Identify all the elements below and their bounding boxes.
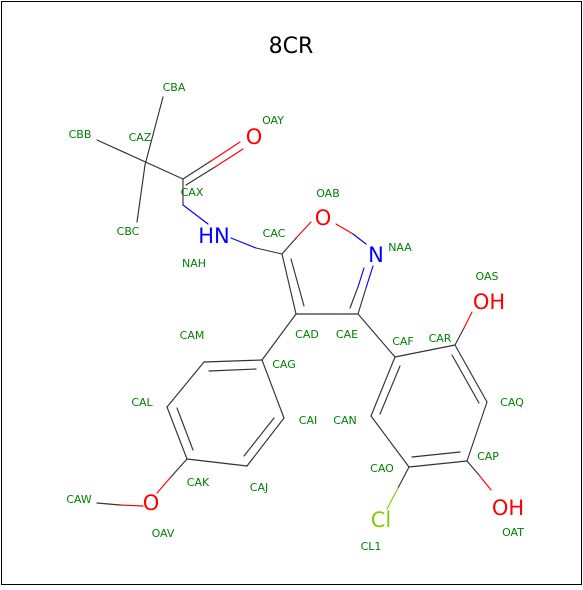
bond-cap-cao [408, 460, 468, 468]
bond-naa-cae-c [357, 267, 365, 288]
atom-label-cax: CAX [181, 186, 204, 199]
bonds [96, 96, 492, 510]
bond-car-oas-b [463, 311, 473, 329]
bond-cak-oav-b [156, 477, 171, 494]
atom-label-cak: CAK [187, 476, 210, 489]
bond-naa-cae-b [357, 287, 367, 315]
bond-cak-oav-a [169, 458, 188, 479]
bond-cao-cl1-a [397, 466, 410, 489]
bond-cax-oay-b [210, 141, 241, 162]
bond-cai-cag [261, 359, 285, 419]
hydroxyl-oat-symbol: OH [492, 496, 524, 520]
bond-can-caf-inner [379, 365, 401, 415]
molecule-title: 8CR [269, 34, 314, 59]
bond-cao-can [370, 415, 410, 468]
atom-label-cl1: CL1 [361, 540, 382, 553]
atom-label-car: CAR [429, 332, 452, 345]
atom-label-caw: CAW [66, 493, 92, 506]
atom-label-caz: CAZ [129, 131, 152, 144]
bond-cag-cam-inner [208, 368, 257, 372]
bond-cax-oay-c [185, 166, 216, 186]
bond-oab-naa-a [335, 223, 354, 235]
bond-naa-cae-a [365, 265, 374, 289]
bond-naa-cae-d [349, 286, 359, 309]
atom-label-oav: OAV [152, 527, 175, 540]
atom-label-caq: CAQ [500, 396, 524, 409]
bond-caz-cbc [136, 164, 146, 223]
atom-label-nah: NAH [182, 257, 206, 270]
bond-can-caf [370, 356, 396, 417]
bond-car-caq-inner [451, 354, 480, 404]
bond-cap-cao-inner [411, 451, 461, 458]
chlorine-cl1-symbol: Cl [371, 508, 392, 532]
bond-cal-cak [166, 406, 188, 460]
bond-cad-cag [261, 313, 297, 361]
atom-label-caf: CAF [392, 335, 414, 348]
atom-label-cba: CBA [163, 81, 186, 94]
atom-labels: CBA OAY CBB CAZ CAX OAB CBC CAC NAA NAH … [66, 81, 524, 553]
bond-cax-oay-d [214, 148, 244, 168]
bond-car-caq [454, 344, 488, 403]
bond-nah-cac-b [255, 247, 283, 255]
atom-label-oay: OAY [262, 114, 284, 127]
atom-label-cap: CAP [477, 450, 499, 463]
bond-cag-cam [203, 359, 263, 363]
atom-label-can: CAN [333, 414, 356, 427]
atom-label-naa: NAA [388, 241, 412, 254]
bond-caj-cai [246, 417, 285, 467]
bond-cak-caj [186, 458, 248, 467]
bond-cac-oab-a [281, 236, 298, 255]
atom-label-cbb: CBB [69, 128, 92, 141]
atom-label-cbc: CBC [117, 225, 140, 238]
atom-label-cac: CAC [263, 227, 286, 240]
bond-cad-cac-inner [290, 258, 305, 307]
atom-label-caj: CAJ [250, 481, 268, 494]
nitrogen-naa-symbol: N [368, 243, 384, 267]
bond-cbb-cax [96, 139, 184, 180]
atom-label-oab: OAB [316, 187, 340, 200]
bond-car-oas-a [454, 327, 465, 346]
atom-label-oas: OAS [476, 270, 499, 283]
bond-cba-caz [144, 96, 164, 166]
atom-label-cal: CAL [131, 396, 153, 409]
bond-cax-nah-b [182, 204, 209, 225]
atom-label-cad: CAD [295, 328, 319, 341]
oxygen-oav-symbol: O [143, 491, 160, 515]
bond-cam-cal [166, 361, 205, 408]
hydroxyl-oas-symbol: OH [473, 290, 505, 314]
atom-label-oat: OAT [502, 526, 524, 539]
oxygen-oay-symbol: O [246, 125, 263, 149]
atom-label-cam: CAM [180, 329, 205, 342]
bond-cao-cl1-b [386, 487, 399, 510]
bond-oav-caw-a [119, 504, 144, 507]
bond-oav-caw-b [96, 502, 121, 506]
atom-label-cag: CAG [272, 358, 296, 371]
bond-nah-cac-a [230, 237, 257, 249]
element-symbols: O O HN N OH OH O Cl [143, 125, 524, 532]
bond-cal-cak-inner [176, 407, 194, 451]
atom-label-cae: CAE [336, 328, 358, 341]
bond-cac-oab-b [296, 221, 312, 238]
bond-caj-cai-inner [243, 417, 275, 457]
bond-cap-oat-b [478, 474, 492, 491]
atom-label-cao: CAO [370, 462, 394, 475]
bond-caq-cap [466, 401, 488, 462]
bond-oab-naa-b [352, 233, 367, 245]
atom-label-cai: CAI [299, 414, 317, 427]
bond-cad-cac [281, 253, 297, 315]
oxygen-oab-symbol: O [315, 206, 332, 230]
nitrogen-nah-symbol: HN [198, 224, 230, 248]
bond-cax-oay-a [182, 160, 212, 180]
bond-cae-caf [357, 313, 396, 358]
bond-caf-car [394, 344, 456, 358]
bond-cap-oat-a [466, 460, 480, 476]
